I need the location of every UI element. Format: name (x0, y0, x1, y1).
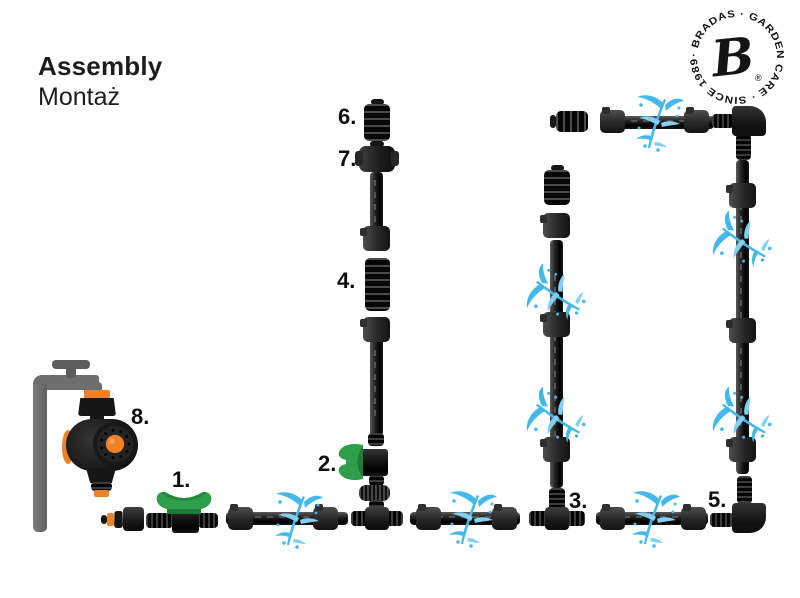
tap-handle-stem (66, 367, 76, 378)
clamp-fitting (540, 213, 570, 238)
tap-arm (33, 375, 99, 390)
brand-logo: · BRADAS · GARDEN CARE · SINCE 1989 B ® (689, 9, 785, 105)
valve2-body (361, 449, 388, 476)
logo-monogram: B (707, 25, 757, 88)
tee-fitting-hub (365, 507, 389, 530)
part-label-1: 1. (172, 467, 191, 492)
dripper-spike (544, 170, 570, 205)
timer-bottom-nut (86, 468, 116, 483)
valve1-right-barb (198, 513, 218, 528)
clamp-fitting (416, 504, 441, 530)
page-title: Assembly (38, 51, 163, 81)
part-label-4: 4. (337, 268, 356, 293)
sprinkler-spray-icon (519, 383, 592, 449)
clamp-fitting (492, 504, 517, 530)
tap-riser-pipe (33, 384, 47, 532)
valve1-left-barb (146, 513, 173, 528)
elbow-vertical-barb (736, 134, 751, 160)
valve2-knurled-nut (359, 485, 390, 501)
connector-body (123, 507, 144, 531)
valve2-top-barb (368, 433, 384, 446)
clamp-fitting (540, 312, 570, 337)
tap-handle (52, 360, 90, 369)
dripper-tip (551, 165, 564, 171)
clamp-fitting (360, 317, 390, 342)
part-label-6: 6. (338, 104, 357, 129)
pipe-segment (370, 172, 383, 232)
elbow-corner (732, 106, 766, 136)
clamp-fitting (681, 504, 706, 530)
part-label-7: 7. (338, 146, 357, 171)
timer-outlet-orange-tip (94, 490, 109, 497)
barbed-connector-4 (365, 258, 390, 311)
clamp-fitting (228, 504, 253, 530)
sprinkler-spray-icon (705, 383, 778, 449)
dripper-spike-6 (364, 104, 390, 141)
elbow-horizontal-barb (712, 114, 734, 128)
registered-mark: ® (755, 73, 762, 83)
connector-nose (101, 515, 107, 524)
clamp-fitting (600, 107, 625, 133)
timer-outlet-barb (91, 482, 112, 491)
connector-orange-ring (107, 513, 114, 526)
sprinkler-spray-icon (705, 207, 778, 273)
tee3-hub (545, 507, 569, 530)
clamp-fitting (540, 437, 570, 462)
elbow5-horizontal-barb (710, 513, 734, 527)
dripper-tip (371, 99, 384, 105)
clamp-fitting (360, 226, 390, 251)
timer-dial (92, 421, 138, 467)
part-label-2: 2. (318, 451, 337, 476)
tee3-stem-barb (549, 488, 565, 512)
valve1-green-handle (156, 491, 212, 514)
page-subtitle: Montaż (38, 83, 120, 111)
valve2-stem-barb (369, 475, 384, 486)
dripper-spike (556, 111, 588, 132)
timer-neck (90, 414, 104, 422)
valve2-green-handle (338, 443, 363, 481)
timer-top-nut (78, 398, 116, 416)
fitting7-stub (370, 141, 384, 147)
elbow5-corner (732, 503, 766, 533)
clamp-fitting (726, 183, 756, 208)
header: Assembly Montaż (38, 50, 162, 113)
part-label-5: 5. (708, 487, 727, 512)
dripper-tip (550, 115, 556, 128)
sprinkler-spray-icon (519, 260, 592, 326)
part-label-3: 3. (569, 488, 588, 513)
clamp-fitting (684, 107, 709, 133)
elbow5-vertical-barb (737, 476, 752, 504)
pipe-segment (370, 336, 383, 436)
clamp-fitting (313, 504, 338, 530)
part-label-8: 8. (131, 404, 150, 429)
sprinkler-spray-icon (272, 487, 324, 549)
connector-cone (114, 511, 123, 528)
clamp-fitting (726, 437, 756, 462)
sprinkler-spray-icon (633, 90, 685, 152)
sprinkler-spray-icon (446, 486, 498, 548)
coupling-fitting-7 (355, 146, 399, 172)
clamp-fitting (726, 318, 756, 343)
clamp-fitting (600, 504, 625, 530)
timer-collar-orange (84, 390, 110, 399)
sprinkler-spray-icon (629, 486, 681, 548)
